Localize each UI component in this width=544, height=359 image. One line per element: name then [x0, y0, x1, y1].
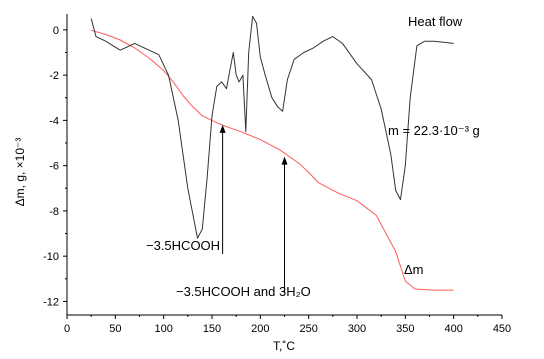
series-group — [90, 15, 454, 291]
y-tick-label: -4 — [49, 115, 59, 127]
y-tick-label: -12 — [43, 296, 59, 308]
ticks: 0 50 100 150 200 250 300 350 400 450 0 -2 -4 -6 -8 -10 -… — [43, 25, 511, 335]
x-tick-label: 200 — [251, 323, 269, 335]
x-tick-label: 50 — [109, 323, 121, 335]
x-tick-label: 250 — [299, 323, 317, 335]
heat-flow-line — [90, 15, 454, 239]
heat-flow-label: Heat flow — [408, 14, 463, 29]
y-axis-title: Δm, g, ×10⁻³ — [13, 138, 27, 207]
delta-m-line — [91, 29, 454, 291]
x-tick-label: 450 — [493, 323, 511, 335]
delta-m-label: Δm — [404, 262, 424, 277]
x-tick-label: 100 — [154, 323, 172, 335]
arrow-2-head — [281, 156, 288, 165]
x-tick-label: 150 — [203, 323, 221, 335]
y-tick-label: -6 — [49, 161, 59, 173]
x-axis-title: T,˚C — [273, 339, 295, 353]
x-tick-label: 0 — [64, 323, 70, 335]
mass-label: m = 22.3·10⁻³ g — [388, 123, 480, 138]
y-tick-label: 0 — [53, 25, 59, 37]
annotation-arrows — [219, 124, 288, 293]
y-tick-label: -8 — [49, 206, 59, 218]
arrow-1-head — [219, 124, 226, 133]
x-tick-label: 400 — [444, 323, 462, 335]
x-tick-label: 300 — [348, 323, 366, 335]
step1-label: −3.5HCOOH — [146, 238, 220, 253]
y-tick-label: -2 — [49, 70, 59, 82]
y-tick-label: -10 — [43, 251, 59, 263]
step2-label: −3.5HCOOH and 3H₂O — [176, 284, 311, 299]
x-tick-label: 350 — [396, 323, 414, 335]
